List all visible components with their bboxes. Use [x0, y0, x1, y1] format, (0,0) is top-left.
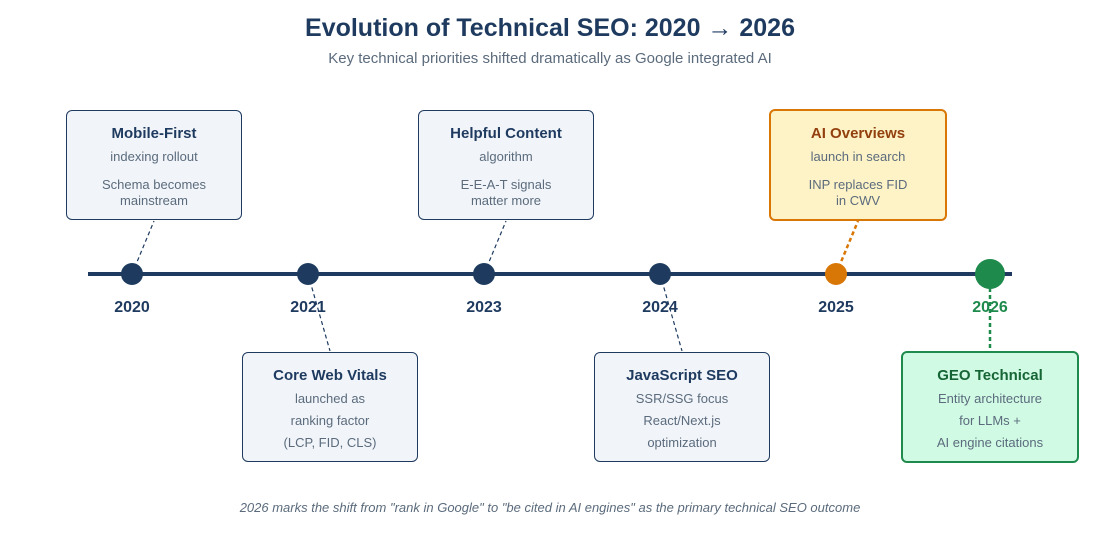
milestone-line: SSR/SSG focus	[635, 391, 729, 406]
milestone-line: Entity architecture	[937, 391, 1043, 406]
year-label-2024: 2024	[642, 299, 678, 316]
milestone-connector	[307, 273, 331, 352]
milestone-title: AI Overviews	[810, 125, 906, 142]
milestone-line: in CWV	[835, 193, 881, 208]
milestone-line: launch in search	[810, 149, 906, 164]
milestone-title: Helpful Content	[450, 125, 562, 142]
milestone-card-mobile-first: Mobile-First indexing rollout Schema bec…	[66, 110, 242, 220]
year-label-2025: 2025	[818, 299, 854, 316]
year-label-2023: 2023	[466, 299, 502, 316]
milestone-line: algorithm	[479, 149, 533, 164]
milestone-title: GEO Technical	[937, 367, 1043, 384]
year-label-2026: 2026	[972, 299, 1008, 316]
milestone-card-core-web-vitals: Core Web Vitals launched as ranking fact…	[242, 352, 418, 462]
timeline-node-2025	[825, 263, 847, 285]
milestone-line: Schema becomes	[101, 177, 207, 192]
milestone-line: E-E-A-T signals	[460, 177, 552, 192]
milestone-connector	[659, 273, 683, 352]
timeline-node-2023	[473, 263, 495, 285]
timeline-node-2021	[297, 263, 319, 285]
page-title: Evolution of Technical SEO: 2020 → 2026	[305, 14, 795, 42]
timeline-node-2024	[649, 263, 671, 285]
timeline-node-2020	[121, 263, 143, 285]
milestone-line: indexing rollout	[110, 149, 198, 164]
milestone-line: INP replaces FID	[808, 177, 908, 192]
milestone-line: (LCP, FID, CLS)	[283, 435, 377, 450]
milestone-card-geo-technical: GEO Technical Entity architecture for LL…	[901, 351, 1079, 463]
year-label-2021: 2021	[290, 299, 326, 316]
milestone-title: JavaScript SEO	[626, 367, 738, 384]
milestone-line: launched as	[294, 391, 366, 406]
milestone-card-ai-overviews: AI Overviews launch in search INP replac…	[769, 109, 947, 221]
milestone-line: for LLMs +	[959, 413, 1021, 428]
milestone-title: Mobile-First	[111, 125, 197, 142]
page-subtitle: Key technical priorities shifted dramati…	[328, 50, 772, 67]
milestone-line: React/Next.js	[643, 413, 721, 428]
milestone-line: mainstream	[120, 193, 188, 208]
milestone-card-helpful-content: Helpful Content algorithm E-E-A-T signal…	[418, 110, 594, 220]
year-label-2020: 2020	[114, 299, 150, 316]
milestone-card-javascript-seo: JavaScript SEO SSR/SSG focus React/Next.…	[594, 352, 770, 462]
footer-note: 2026 marks the shift from "rank in Googl…	[239, 500, 861, 515]
milestone-line: AI engine citations	[936, 435, 1044, 450]
milestone-line: optimization	[647, 435, 717, 450]
milestone-title: Core Web Vitals	[273, 367, 387, 384]
milestone-line: ranking factor	[290, 413, 370, 428]
timeline-node-2026	[975, 259, 1005, 289]
milestone-line: matter more	[470, 193, 542, 208]
